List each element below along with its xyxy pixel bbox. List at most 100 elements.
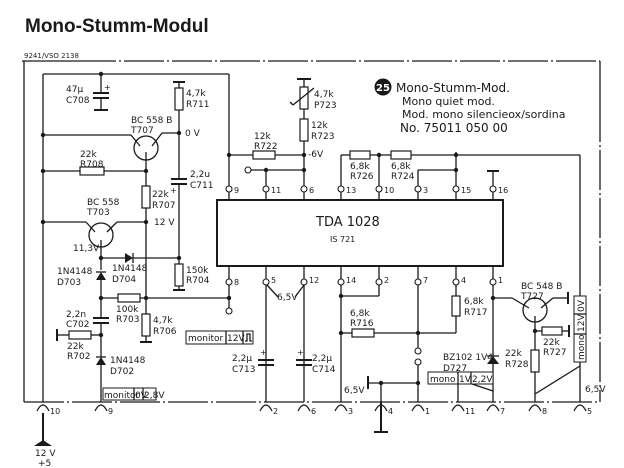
r706-value: 4,7k xyxy=(153,316,173,326)
svg-text:+: + xyxy=(104,83,111,92)
connector-10: 10 xyxy=(36,404,60,416)
svg-text:8: 8 xyxy=(234,278,239,287)
svg-text:R726: R726 xyxy=(350,172,374,182)
r704-value: 150k xyxy=(186,266,209,276)
d704-type: 1N4148 xyxy=(112,264,148,274)
svg-text:16: 16 xyxy=(498,186,508,195)
svg-text:7: 7 xyxy=(500,407,505,416)
svg-text:8: 8 xyxy=(542,407,547,416)
svg-text:4,7k: 4,7k xyxy=(314,90,334,100)
svg-text:monitor: monitor xyxy=(188,334,224,344)
right-labels: BC 548 B T727 22k R727 22k R728 6,5V xyxy=(505,282,606,395)
svg-text:3: 3 xyxy=(423,186,428,195)
d704-ref: D704 xyxy=(112,275,136,285)
svg-text:+: + xyxy=(297,348,304,357)
svg-text:R716: R716 xyxy=(350,319,374,329)
ic-tda1028: TDA 1028 IS 721 xyxy=(216,199,504,267)
svg-text:6,8k: 6,8k xyxy=(350,309,370,319)
module-border xyxy=(22,60,601,403)
r711-value: 4,7k xyxy=(186,89,206,99)
left-section-wiring: + + xyxy=(40,71,233,402)
d703-type: 1N4148 xyxy=(57,267,93,277)
svg-text:12k: 12k xyxy=(254,132,271,142)
svg-text:C714: C714 xyxy=(312,365,336,375)
badge-number: 25 xyxy=(376,83,390,94)
connector-5: 5 xyxy=(573,404,592,416)
c708-ref: C708 xyxy=(66,96,90,106)
svg-text:1: 1 xyxy=(425,407,430,416)
top-middle-labels: 4,7k P723 12k R723 12k R722 -6V 6,8k R72… xyxy=(254,90,415,182)
svg-text:R717: R717 xyxy=(464,308,487,318)
svg-text:11: 11 xyxy=(465,407,475,416)
svg-text:2,2µ: 2,2µ xyxy=(232,354,252,364)
info-line-4: No. 75011 050 00 xyxy=(400,121,508,135)
mono-box-1v: mono 1V 2,2V xyxy=(427,371,494,402)
svg-text:13: 13 xyxy=(346,186,356,195)
d702-type: 1N4148 xyxy=(110,356,146,366)
info-block: 25 Mono-Stumm-Mod. Mono quiet mod. Mod. … xyxy=(374,78,565,135)
connector-7: 7 xyxy=(486,404,505,416)
connector-4: 4 xyxy=(374,404,393,416)
svg-text:P723: P723 xyxy=(314,101,337,111)
t703-type: BC 558 xyxy=(87,198,120,208)
svg-text:6,8k: 6,8k xyxy=(391,162,411,172)
svg-text:1: 1 xyxy=(498,276,503,285)
r708-value: 22k xyxy=(80,150,97,160)
svg-text:14: 14 xyxy=(346,276,356,285)
svg-text:6: 6 xyxy=(309,186,314,195)
c702-ref: C702 xyxy=(66,320,89,330)
connector-8: 8 xyxy=(528,404,547,416)
svg-text:1V: 1V xyxy=(459,375,472,385)
svg-text:D727: D727 xyxy=(443,364,467,374)
ic-name: TDA 1028 xyxy=(315,215,380,230)
r702-value: 22k xyxy=(67,342,84,352)
svg-text:R724: R724 xyxy=(391,172,415,182)
r702-ref: R702 xyxy=(67,352,90,362)
svg-text:T727: T727 xyxy=(520,292,544,302)
svg-text:6,8k: 6,8k xyxy=(464,297,484,307)
svg-text:7: 7 xyxy=(423,276,428,285)
bottom-middle-labels: 6,5V 2,2µ C713 2,2µ C714 6,8k R716 6,8k … xyxy=(232,293,493,396)
info-line-1: Mono-Stumm-Mod. xyxy=(396,81,510,95)
ic-top-pins: 9 11 6 13 10 3 15 16 xyxy=(225,152,508,200)
connector-6: 6 xyxy=(297,404,316,416)
svg-text:R722: R722 xyxy=(254,142,277,152)
svg-text:6,8k: 6,8k xyxy=(350,162,370,172)
ic-ref: IS 721 xyxy=(330,235,355,244)
svg-text:22k: 22k xyxy=(505,349,522,359)
supply-sub-label: +5 xyxy=(38,459,51,468)
svg-text:BC 548 B: BC 548 B xyxy=(521,282,562,292)
svg-text:BZ102 1V4: BZ102 1V4 xyxy=(443,353,493,363)
bottom-connectors: 10 9 2 6 3 4 1 11 7 8 5 12 V +5 xyxy=(34,404,592,468)
svg-text:2: 2 xyxy=(384,276,389,285)
t703-ref: T703 xyxy=(86,208,110,218)
monitor-box-0v: monitor 0V 2,8V xyxy=(102,387,165,401)
svg-text:5: 5 xyxy=(271,276,276,285)
connector-3: 3 xyxy=(334,404,353,416)
svg-text:6,5V: 6,5V xyxy=(277,293,298,303)
svg-text:12V: 12V xyxy=(577,314,587,332)
svg-text:-6V: -6V xyxy=(308,150,324,160)
svg-text:12V: 12V xyxy=(227,334,245,344)
r711-ref: R711 xyxy=(186,100,209,110)
c711-value: 2,2u xyxy=(190,170,210,180)
svg-text:monitor: monitor xyxy=(104,391,140,401)
r707-ref: R707 xyxy=(152,201,175,211)
c711-ref: C711 xyxy=(190,181,213,191)
svg-text:6: 6 xyxy=(311,407,316,416)
svg-text:2,2µ: 2,2µ xyxy=(312,354,332,364)
t707-voltage: 0 V xyxy=(185,129,201,139)
r703-value: 100k xyxy=(116,305,139,315)
c702-value: 2,2n xyxy=(66,310,86,320)
r704-ref: R704 xyxy=(186,276,210,286)
info-line-3: Mod. mono silencieox/sordina xyxy=(402,108,565,121)
svg-text:15: 15 xyxy=(461,186,471,195)
mono-box-vertical: mono 12V 0V xyxy=(573,295,587,363)
r706-ref: R706 xyxy=(153,327,177,337)
svg-text:10: 10 xyxy=(384,186,394,195)
svg-text:12: 12 xyxy=(309,276,319,285)
svg-text:22k: 22k xyxy=(543,338,560,348)
svg-text:5: 5 xyxy=(587,407,592,416)
svg-text:4: 4 xyxy=(388,407,393,416)
t707-ref: T707 xyxy=(130,126,154,136)
